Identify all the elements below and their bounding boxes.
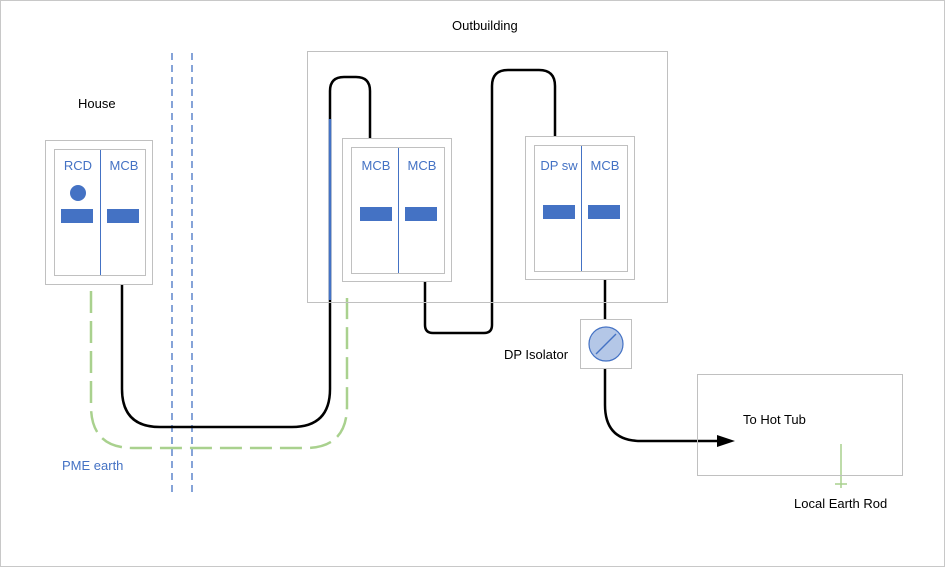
house-unit-panel: RCD MCB (54, 149, 146, 276)
outbuilding-mcb-3-label: MCB (590, 158, 620, 173)
outbuilding-unit-1-panel: MCB MCB (351, 147, 445, 274)
house-label: House (78, 96, 116, 111)
dp-isolator-box (580, 319, 632, 369)
pme-earth-label: PME earth (62, 458, 124, 473)
dp-switch-toggle-icon (543, 205, 575, 219)
hot-tub-cable (603, 369, 719, 443)
isolator-switch-icon (588, 326, 624, 362)
house-mcb-label: MCB (109, 158, 139, 173)
rcd-test-button-icon (70, 185, 86, 201)
outbuilding-unit-2-divider (581, 146, 582, 271)
local-earth-rod-label: Local Earth Rod (794, 496, 888, 511)
hot-tub-arrowhead (717, 435, 735, 447)
outbuilding-mcb-3-toggle-icon (588, 205, 620, 219)
supply-cable (120, 75, 372, 429)
outbuilding-enclosure (307, 51, 668, 303)
hot-tub-box (697, 374, 903, 476)
dp-switch-label: DP sw (540, 158, 578, 173)
outbuilding-unit-2-panel: DP sw MCB (534, 145, 628, 272)
outbuilding-mcb-2-toggle-icon (405, 207, 437, 221)
outbuilding-mcb-1-label: MCB (361, 158, 391, 173)
outbuilding-unit-2: DP sw MCB (525, 136, 635, 280)
link-cable (423, 68, 557, 335)
house-unit-divider (100, 150, 101, 275)
rcd-label: RCD (63, 158, 93, 173)
outbuilding-label: Outbuilding (452, 18, 518, 33)
outbuilding-mcb-1-toggle-icon (360, 207, 392, 221)
outbuilding-unit-1-divider (398, 148, 399, 273)
outbuilding-unit-1: MCB MCB (342, 138, 452, 282)
to-hot-tub-label: To Hot Tub (743, 412, 806, 427)
dp-isolator-label: DP Isolator (504, 347, 569, 362)
house-consumer-unit: RCD MCB (45, 140, 153, 285)
rcd-toggle-icon (61, 209, 93, 223)
outbuilding-mcb-2-label: MCB (407, 158, 437, 173)
house-mcb-toggle-icon (107, 209, 139, 223)
pme-earth-path (89, 291, 349, 450)
